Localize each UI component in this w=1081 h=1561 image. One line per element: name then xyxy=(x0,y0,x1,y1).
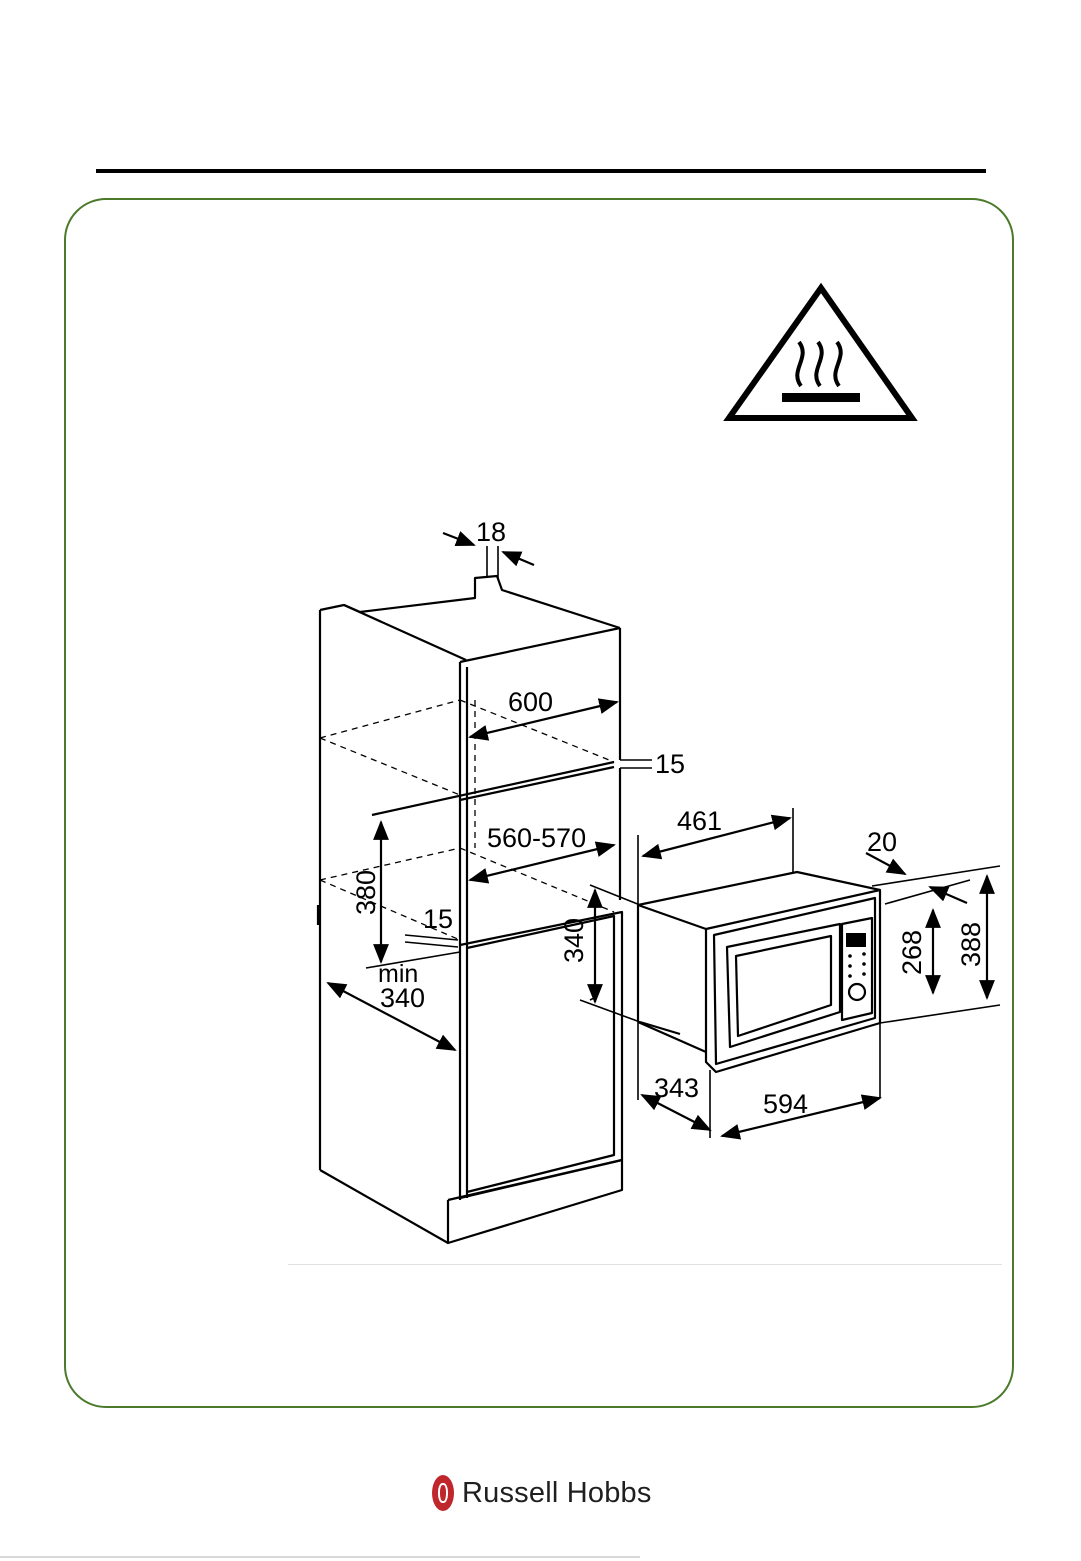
dim-343: 343 xyxy=(654,1073,699,1103)
microwave-drawing xyxy=(638,872,880,1072)
control-buttons xyxy=(848,952,866,978)
dim-340-min: 340 xyxy=(380,983,425,1013)
dim-594: 594 xyxy=(763,1089,808,1119)
dim-18: 18 xyxy=(476,517,506,547)
dim-600: 600 xyxy=(508,687,553,717)
dim-461: 461 xyxy=(677,806,722,836)
dim-15-bottom: 15 xyxy=(423,904,453,934)
footer-rule xyxy=(0,1556,640,1558)
brand-logo: Russell Hobbs xyxy=(432,1473,652,1513)
dim-340-niche: 340 xyxy=(559,918,589,963)
hot-surface-icon xyxy=(729,288,912,418)
brand-name: Russell Hobbs xyxy=(462,1477,652,1510)
dim-15-top: 15 xyxy=(655,749,685,779)
dim-560-570: 560-570 xyxy=(487,823,586,853)
dim-20: 20 xyxy=(867,827,897,857)
dim-388: 388 xyxy=(956,922,986,967)
brand-mark-icon xyxy=(432,1475,454,1511)
dim-268: 268 xyxy=(897,930,927,975)
dim-380: 380 xyxy=(351,870,381,915)
